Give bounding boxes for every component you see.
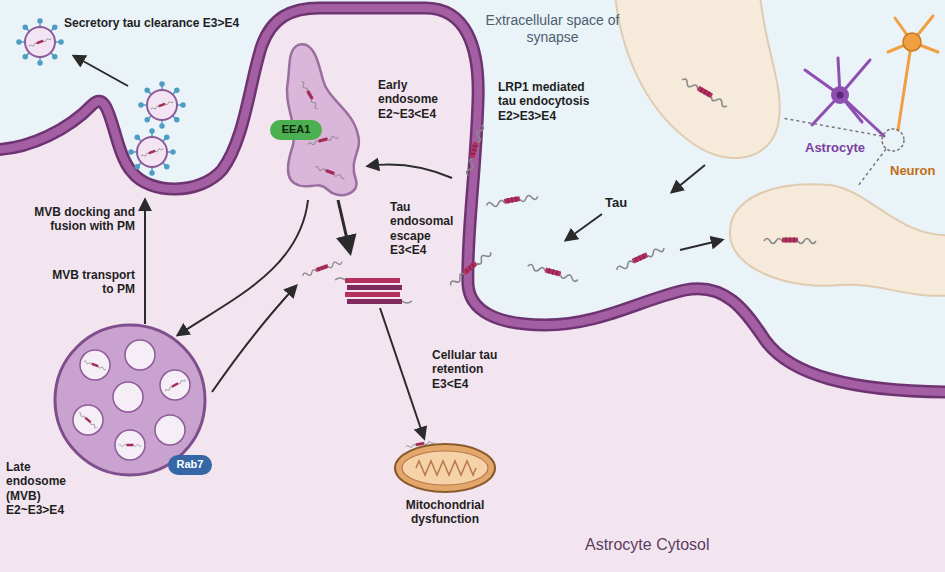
tau-molecule: [527, 263, 579, 282]
illustration-rect: [345, 292, 400, 297]
process-label: Tau endosomal escape E3<E4: [390, 200, 458, 258]
exosome: [17, 19, 63, 65]
early-endosome: Early endosome E2~E3<E4EEA1: [268, 40, 448, 200]
exosome: [129, 129, 175, 175]
node-text: EEA1: [282, 123, 311, 136]
illustration-circle: [155, 415, 185, 445]
illustration-circle: [837, 92, 844, 99]
illustration-use: [83, 360, 106, 371]
illustration-circle: [160, 370, 190, 400]
illustration-path: [680, 240, 722, 250]
tau-molecule: [465, 124, 484, 176]
process-label: MVB docking and fusion with PM: [3, 205, 135, 234]
illustration-circle: [113, 382, 143, 412]
illustration-circle: [73, 405, 103, 435]
process-arrows: [74, 56, 722, 438]
illustration-use: [406, 440, 435, 448]
late-endosome: Late endosome (MVB) E2~E3>E4 Rab7: [0, 335, 215, 530]
illustration-ellipse: [395, 444, 495, 492]
node-text: Early endosome E2~E3<E4: [378, 78, 446, 121]
eea1-marker: EEA1: [270, 120, 322, 140]
illustration-ellipse: [402, 451, 488, 485]
illustration-rect: [347, 285, 402, 290]
node-text: Rab7: [177, 458, 204, 471]
exosome: [139, 82, 185, 128]
illustration-rect: [347, 299, 402, 304]
neuron-icon: [888, 16, 938, 130]
mitochondrion-outline: [380, 440, 510, 550]
tau-molecule: [448, 249, 492, 287]
illustration-path: [74, 56, 128, 86]
illustration-path: [144, 200, 146, 324]
tau-molecule: [764, 237, 816, 243]
cell-label: Neuron: [890, 163, 936, 179]
illustration-use: [164, 378, 186, 392]
process-label: Cellular tau retention E3<E4: [432, 348, 514, 391]
molecule-label: Tau: [605, 195, 627, 211]
zoom-circle: [882, 129, 904, 151]
illustration-use: [78, 412, 98, 429]
tau-molecule: [302, 259, 343, 278]
presynaptic-terminal: [615, 0, 780, 158]
region-label: Extracellular space of synapse: [485, 12, 620, 46]
zoom-lines: [782, 118, 886, 186]
illustration-circle: [80, 350, 110, 380]
illustration-use: [315, 165, 346, 179]
illustration-path: [368, 165, 452, 179]
process-label: MVB transport to PM: [43, 268, 135, 297]
astrocyte-membrane-outer: [0, 8, 945, 572]
process-label: LRP1 mediated tau endocytosis E2>E3>E4: [498, 80, 604, 123]
illustration-path: [335, 278, 412, 303]
illustration-path: [212, 286, 296, 392]
illustration-path: [338, 200, 350, 252]
illustration-circle: [115, 430, 145, 460]
illustration-path: [888, 16, 938, 130]
rab7-marker: Rab7: [168, 455, 212, 475]
flow-arrow: [178, 200, 308, 335]
illustration-path: [380, 308, 424, 438]
illustration-use: [300, 81, 319, 110]
illustration-path: [416, 461, 476, 475]
tau-molecule: [615, 245, 665, 273]
illustration-path: [566, 214, 602, 240]
cell-label: Astrocyte: [805, 140, 865, 156]
illustration-path: [672, 165, 705, 192]
region-label: Astrocyte Cytosol: [585, 535, 709, 554]
illustration-circle: [903, 33, 921, 51]
postsynaptic-terminal: [730, 184, 945, 296]
node-text: Late endosome (MVB) E2~E3>E4: [6, 460, 78, 518]
node-text: Mitochondrial dysfunction: [380, 498, 510, 527]
illustration-circle: [125, 340, 155, 370]
illustration-g: [73, 340, 190, 460]
tau-molecule: [681, 77, 729, 108]
tau-fibril-stack: [335, 278, 412, 304]
illustration-circle: [55, 325, 205, 475]
illustration-circle: [831, 86, 849, 104]
illustration-rect: [345, 278, 400, 283]
illustration-use: [118, 444, 141, 447]
process-label: Secretory tau clearance E3>E4: [64, 16, 239, 30]
tau-molecule: [486, 193, 538, 208]
mitochondrion: Mitochondrial dysfunction: [380, 440, 510, 550]
